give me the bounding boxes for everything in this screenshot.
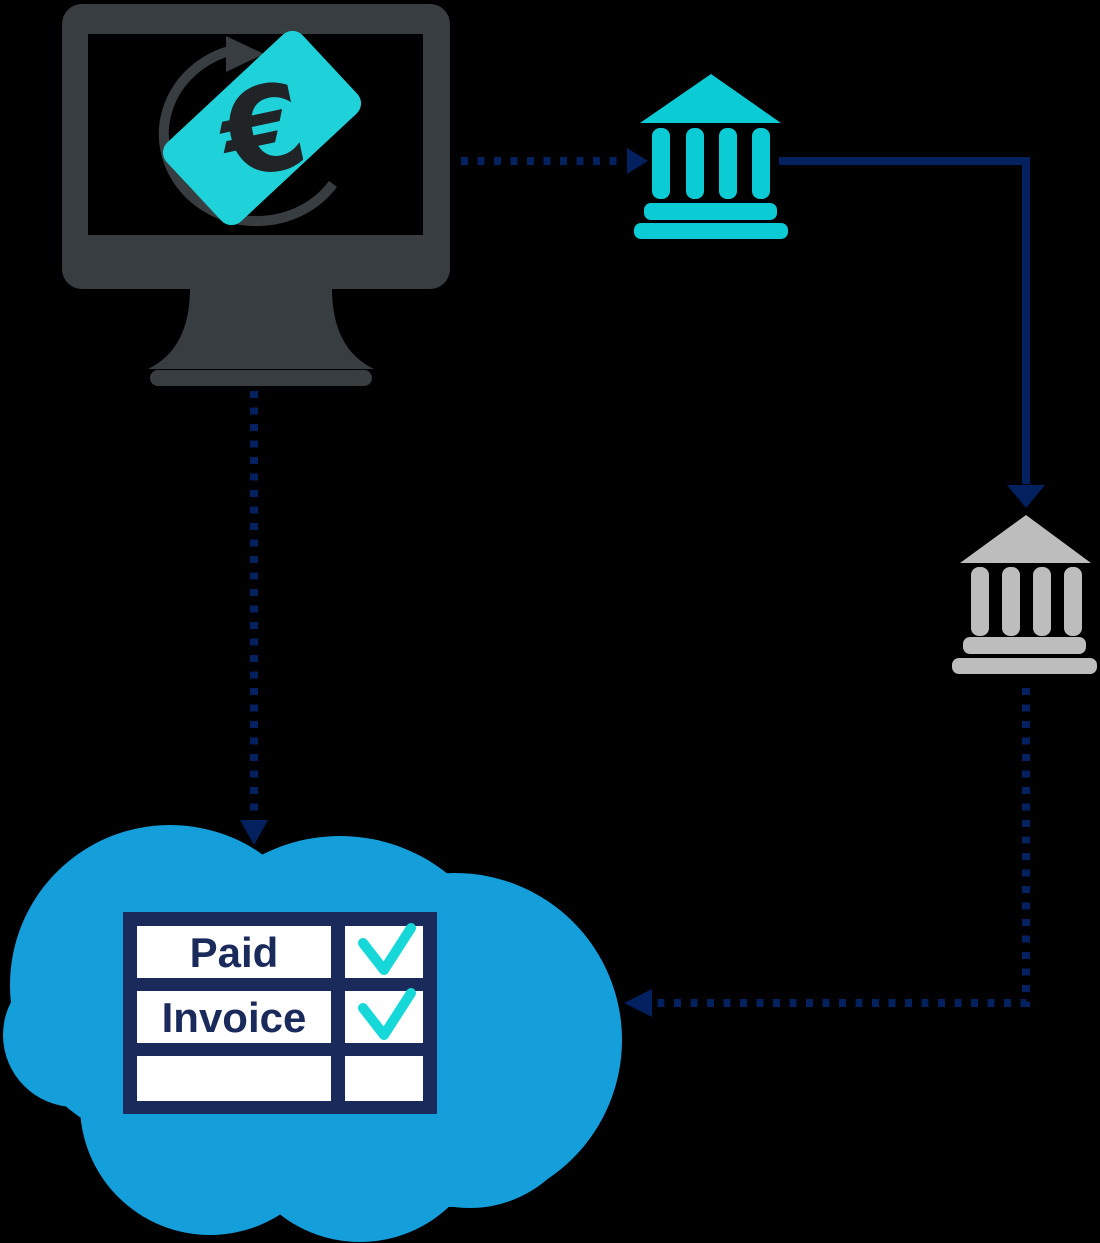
bank-column xyxy=(719,128,737,199)
table-cell-empty-check xyxy=(345,1056,423,1101)
arrowhead-down xyxy=(1007,485,1045,508)
bank-column xyxy=(686,128,704,199)
bank-icon-receiver xyxy=(952,515,1097,674)
banknote xyxy=(162,30,362,226)
bank-column xyxy=(1033,567,1051,636)
bank-column xyxy=(1002,567,1020,636)
bank-column xyxy=(971,567,989,636)
rotation-arrowhead xyxy=(226,36,264,72)
bank-pediment xyxy=(960,515,1091,563)
cloud-lobe xyxy=(3,963,147,1107)
bank-base-step xyxy=(963,637,1086,654)
invoice-table: Paid Invoice xyxy=(123,912,437,1114)
solid-arrow-bank-to-bank xyxy=(779,157,1030,484)
bank-column xyxy=(752,128,770,199)
dotted-arrow-bank-to-cloud xyxy=(656,688,1030,1007)
monitor-stand-base xyxy=(150,370,372,386)
table-row-label: Paid xyxy=(190,929,279,976)
monitor-stand-neck xyxy=(148,288,374,369)
bank-pediment xyxy=(640,74,781,123)
rotation-arrow-ring xyxy=(158,45,337,227)
bank-column xyxy=(652,128,670,199)
arrowhead-left xyxy=(624,989,652,1017)
check-icon xyxy=(358,923,416,975)
bank-column xyxy=(1064,567,1082,636)
bank-base-step xyxy=(644,203,777,220)
computer-monitor: € xyxy=(62,4,450,386)
bank-icon-sender xyxy=(634,74,788,239)
flow-arrows xyxy=(240,148,1045,1017)
arrowhead-down xyxy=(240,820,268,845)
table-cell-empty xyxy=(137,1056,331,1101)
arrowhead-right xyxy=(627,148,648,174)
bank-base-step xyxy=(952,658,1097,674)
euro-banknote-icon: € xyxy=(158,30,362,227)
check-icon xyxy=(358,988,416,1040)
table-row-label: Invoice xyxy=(162,994,307,1041)
table-cell-invoice xyxy=(137,991,331,1043)
bank-base-step xyxy=(634,223,788,239)
table-cell-paid xyxy=(137,926,331,978)
